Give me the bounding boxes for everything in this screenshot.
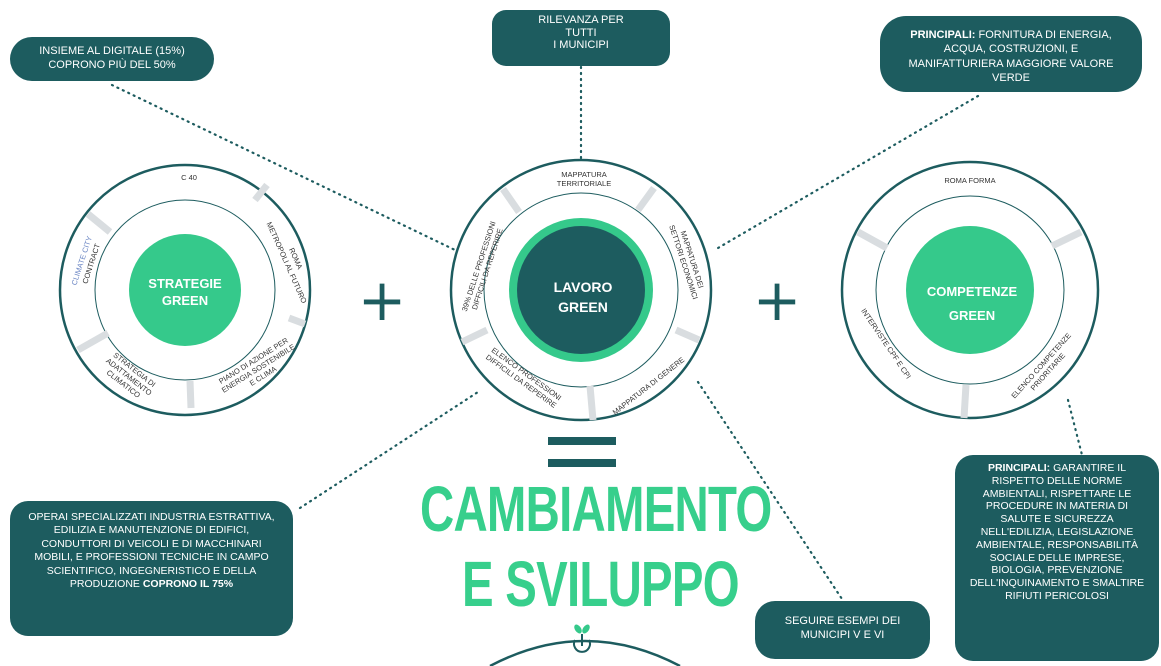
strategie-gap-1 [252,182,270,203]
callout-relevance: RILEVANZA PER TUTTI I MUNICIPI [492,10,670,66]
strategie-gaps [76,182,307,409]
lavoro-gap-2 [674,326,701,344]
callout-digital: INSIEME AL DIGITALE (15%) COPRONO PIÙ DE… [10,37,214,81]
callout-relevance-line-2: TUTTI [565,26,597,39]
main-title-line-1: CAMBIAMENTO [420,473,772,545]
lavoro-gap-1 [635,185,657,213]
lavoro-gap-5 [500,187,522,214]
circle-lavoro: LAVORO GREEN MAPPATURA TERRITORIALE MAPP… [449,158,713,422]
connectors [110,65,1084,601]
lavoro-seg-territoriale-2: TERRITORIALE [557,179,611,188]
callout-principali-top-lead: PRINCIPALI: [910,29,976,41]
lavoro-gap-4 [460,326,489,346]
callout-principali-top: PRINCIPALI: FORNITURA DI ENERGIA, ACQUA,… [880,16,1142,92]
connector-operai [298,390,480,510]
competenze-gap-3 [856,228,889,252]
connector-principali-bottom [1066,398,1084,457]
callout-digital-line-1: INSIEME AL DIGITALE (15%) [39,45,185,57]
strategie-core [129,234,241,346]
connector-principali-top [716,94,980,250]
lavoro-seg-territoriale-1: MAPPATURA [561,170,607,179]
lavoro-gap-3 [586,385,597,421]
main-title-line-2: E SVILUPPO [462,548,740,620]
equals-sign [548,437,616,467]
competenze-seg-romaforma: ROMA FORMA [944,176,995,185]
callout-principali-bottom-text: GARANTIRE IL RISPETTO DELLE NORME AMBIEN… [969,462,1145,602]
lavoro-core-label-2: GREEN [558,299,608,315]
competenze-gap-1 [1050,228,1083,250]
competenze-core-label-1: COMPETENZE [927,284,1018,299]
callout-relevance-line-1: RILEVANZA PER [538,14,624,26]
callout-municipi-text: SEGUIRE ESEMPI DEI MUNICIPI V E VI [784,615,901,641]
strategie-gap-4 [76,329,110,354]
callout-operai: OPERAI SPECIALIZZATI INDUSTRIA ESTRATTIV… [10,501,293,636]
strategie-core-label-2: GREEN [162,293,208,308]
circle-strategie: STRATEGIE GREEN C 40 ROMA METROPOLI AL F… [58,163,312,417]
callout-principali-top-text: FORNITURA DI ENERGIA, ACQUA, COSTRUZIONI… [908,29,1114,84]
connector-digital [110,83,457,252]
strategie-seg-c40: C 40 [181,173,197,182]
callout-municipi: SEGUIRE ESEMPI DEI MUNICIPI V E VI [755,601,930,659]
equals-bar-top [548,437,616,445]
lavoro-gaps [460,185,701,421]
callout-digital-line-2: COPRONO PIÙ DEL 50% [48,58,176,71]
callout-principali-bottom: PRINCIPALI: GARANTIRE IL RISPETTO DELLE … [955,455,1159,661]
lavoro-core-label-1: LAVORO [554,279,613,295]
strategie-gap-3 [186,380,195,409]
strategie-gap-5 [85,211,113,235]
power-leaf-icon [573,624,591,653]
competenze-core [906,226,1034,354]
power-leaf-icon-leaf-left [574,624,582,634]
connector-municipi [696,380,844,601]
power-leaf-icon-leaf-right [582,624,590,634]
lavoro-core [517,226,645,354]
bottom-arc [489,639,681,666]
callout-principali-bottom-lead: PRINCIPALI: [987,462,1051,474]
callout-operai-text: OPERAI SPECIALIZZATI INDUSTRIA ESTRATTIV… [28,511,275,591]
strategie-core-label-1: STRATEGIE [148,276,222,291]
equals-bar-bottom [548,459,616,467]
power-leaf-icon-arc [573,639,591,653]
plus-operator-1: + [358,266,407,334]
callout-relevance-line-3: I MUNICIPI [553,39,609,52]
competenze-gaps [856,228,1083,419]
callout-operai-bold: COPRONO IL 75% [142,578,234,591]
competenze-core-label-2: GREEN [949,308,995,323]
plus-operator-2: + [753,266,802,334]
competenze-gap-2 [960,384,970,419]
circle-competenze: COMPETENZE GREEN ROMA FORMA ELENCO COMPE… [840,160,1100,420]
strategie-gap-2 [287,314,307,328]
